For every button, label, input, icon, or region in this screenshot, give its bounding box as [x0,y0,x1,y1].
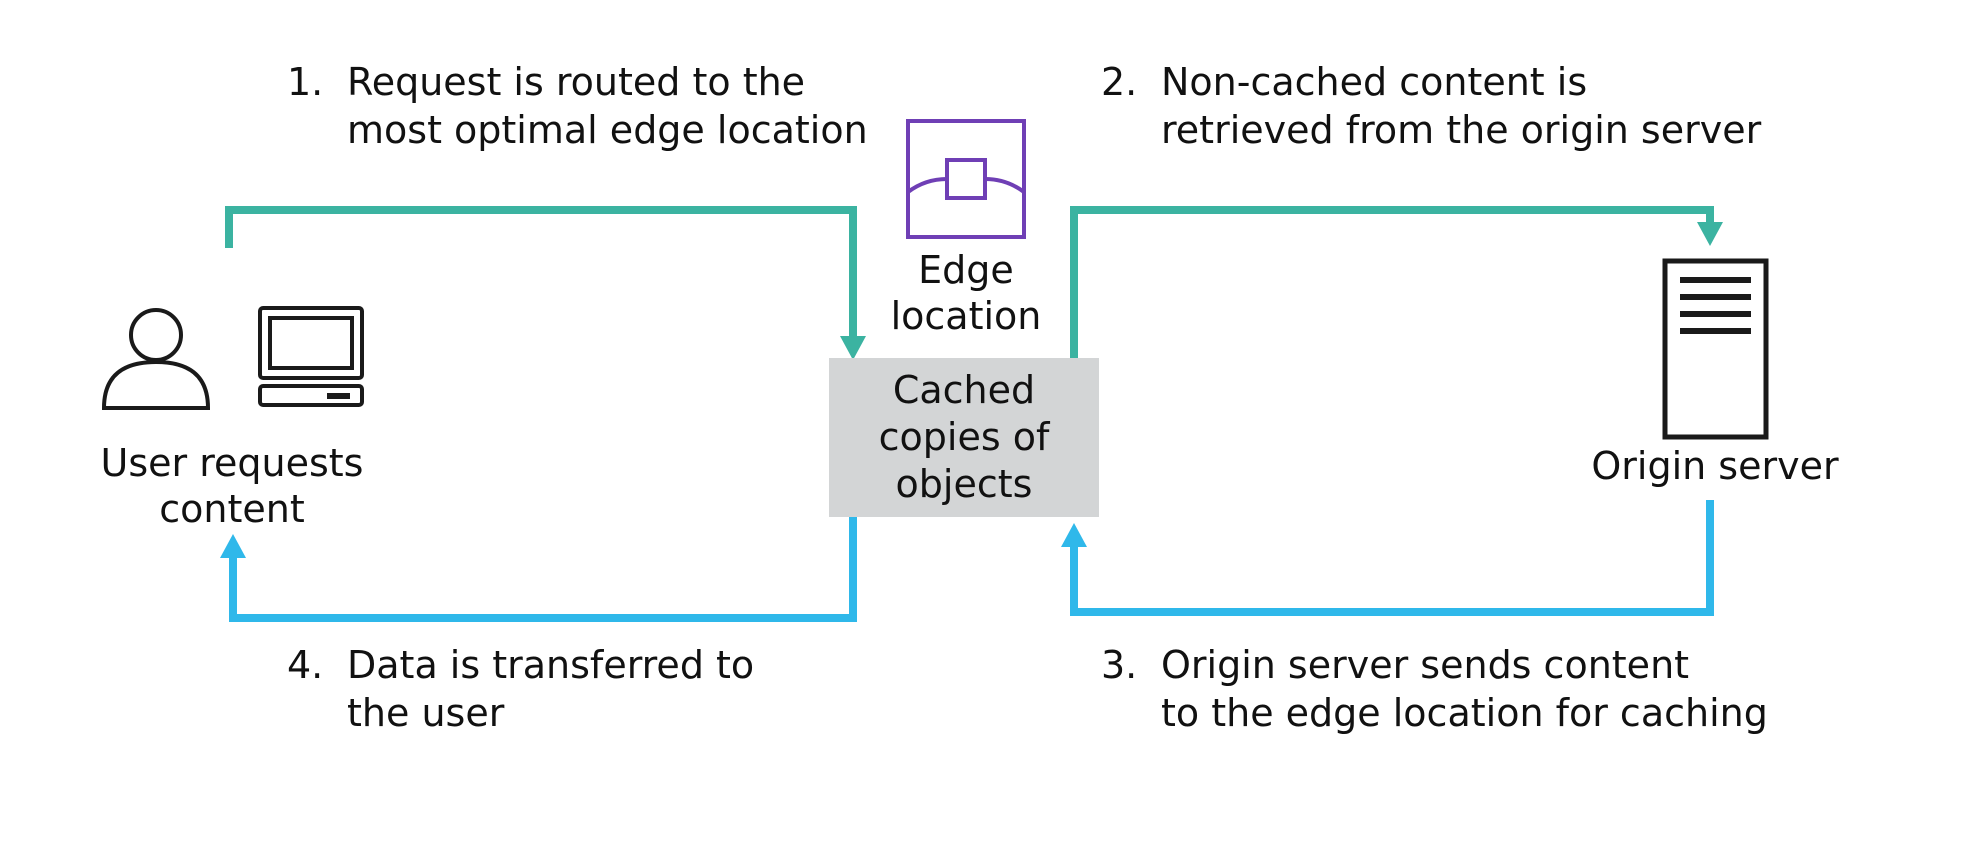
step-2-line-1: Non-cached content is [1161,60,1588,104]
edge-location-label: Edge location [866,247,1066,339]
step-1-number: 1. [287,60,324,104]
cache-box-line-1: Cached [892,368,1036,412]
cache-box: Cached copies of objects [829,358,1099,517]
origin-server-label: Origin server [1591,444,1839,488]
step-2-number: 2. [1101,60,1138,104]
edge-location-icon [906,119,1026,239]
request-arrow-path [225,206,857,340]
request-arrow-head [840,336,866,360]
computer-icon [258,306,364,407]
origin-response-arrow-head [1061,523,1087,547]
edge-location-label-line-1: Edge [918,248,1014,292]
step-3-line-2: to the edge location for caching [1161,691,1768,735]
step-2-line-2: retrieved from the origin server [1161,108,1762,152]
step-1-line-2: most optimal edge location [347,108,868,152]
user-icon [101,308,211,410]
step-1-line-1: Request is routed to the [347,60,806,104]
user-label-line-1: User requests [100,441,364,485]
step-4-line-2: the user [347,691,505,735]
origin-response-arrow-path [1070,500,1714,616]
user-response-arrow-head [220,534,246,558]
origin-fetch-arrow-head [1697,222,1723,246]
edge-location-label-line-2: location [890,294,1042,338]
user-label-line-2: content [159,487,305,531]
origin-fetch-arrow-path [1070,206,1714,358]
user-response-arrow-path [229,517,857,622]
step-4-number: 4. [287,643,324,687]
cache-box-line-2: copies of [878,415,1050,459]
step-3-line-1: Origin server sends content [1161,643,1690,687]
step-4-line-1: Data is transferred to [347,643,755,687]
user-label: User requests content [92,440,372,532]
server-icon [1662,258,1769,440]
step-3-number: 3. [1101,643,1138,687]
cache-box-line-3: objects [895,462,1033,506]
